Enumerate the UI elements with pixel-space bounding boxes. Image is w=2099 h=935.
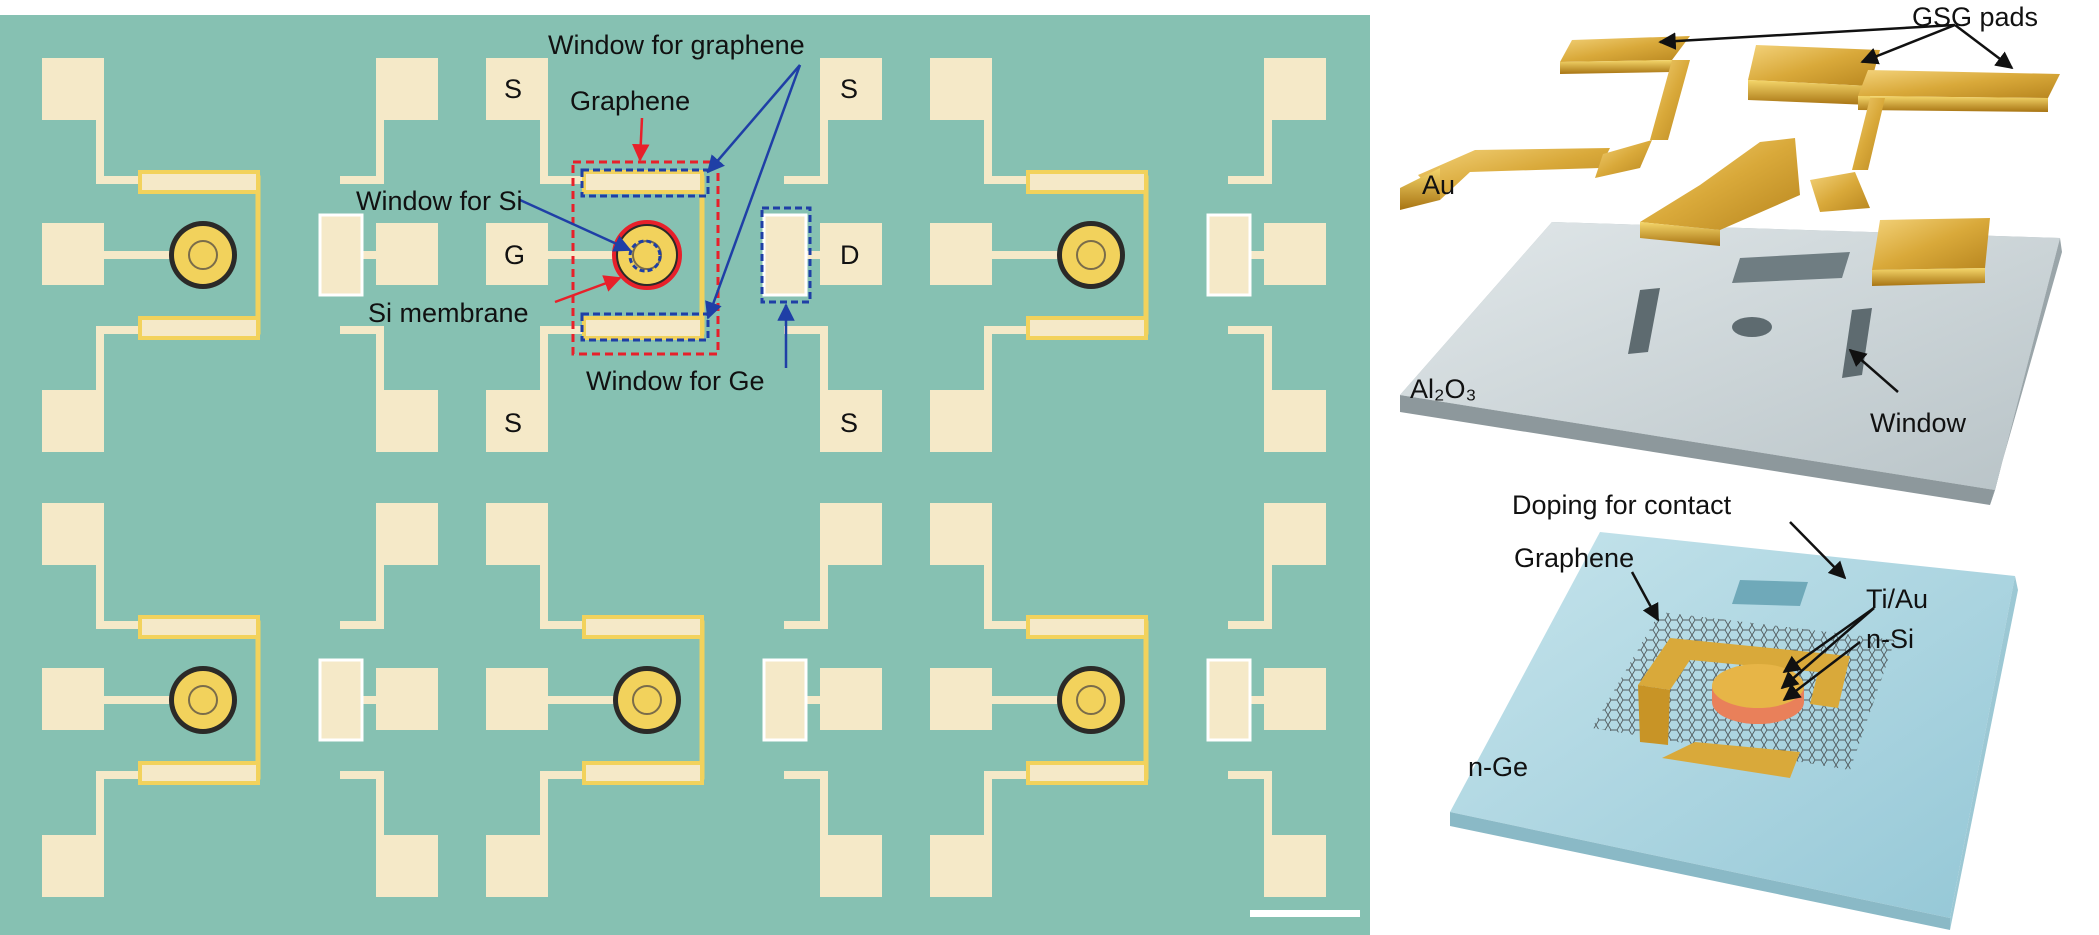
si-membrane-outline — [612, 220, 682, 290]
source-label-top-right: S — [840, 74, 858, 104]
graphene-window-bottom-box — [580, 312, 710, 342]
si-window-outline — [628, 239, 662, 273]
graphene-label-micrograph: Graphene — [570, 86, 690, 116]
source-label-bottom-left: S — [504, 408, 522, 438]
ti-au-label: Ti/Au — [1866, 584, 1928, 614]
micrograph-panel: Window for graphene Graphene Window for … — [0, 15, 1370, 935]
graphene-region-box — [571, 160, 720, 356]
graphene-label-3d: Graphene — [1514, 543, 1634, 573]
gate-label: G — [504, 240, 525, 270]
graphene-window-top-box — [580, 168, 710, 198]
window-for-si-label: Window for Si — [356, 186, 523, 216]
window-for-graphene-label: Window for graphene — [548, 30, 805, 60]
source-label-top-left: S — [504, 74, 522, 104]
al2o3-window-left — [1628, 288, 1660, 354]
device-3d-top-panel: GSG pads Au Al₂O₃ Window — [1400, 2, 2062, 505]
au-label: Au — [1422, 170, 1455, 200]
drain-label: D — [840, 240, 860, 270]
doping-for-contact-label: Doping for contact — [1512, 490, 1732, 520]
gsg-pads-label: GSG pads — [1912, 2, 2038, 32]
si-membrane-label: Si membrane — [368, 298, 529, 328]
n-si-label: n-Si — [1866, 624, 1914, 654]
window-label-3d: Window — [1870, 408, 1967, 438]
al2o3-window-top — [1732, 252, 1850, 283]
n-ge-label: n-Ge — [1468, 752, 1528, 782]
source-label-bottom-right: S — [840, 408, 858, 438]
gold-electrodes — [1400, 36, 2060, 286]
doping-region — [1732, 580, 1808, 606]
device-3d-bottom-panel: Doping for contact Graphene Ti/Au n-Si n… — [1450, 490, 2018, 930]
al2o3-label: Al₂O₃ — [1410, 374, 1477, 404]
ge-window-box — [760, 206, 812, 304]
window-for-ge-label: Window for Ge — [586, 366, 765, 396]
scale-bar — [1250, 910, 1360, 917]
al2o3-window-circle — [1732, 317, 1772, 337]
